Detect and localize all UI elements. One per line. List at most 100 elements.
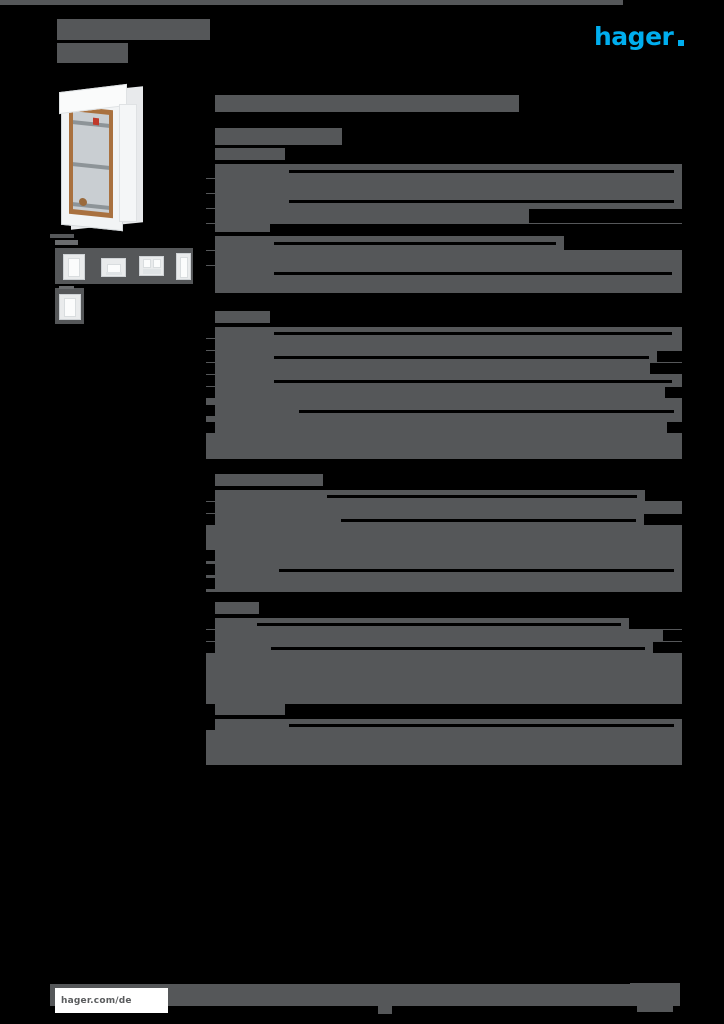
thumbnail-5[interactable] bbox=[59, 294, 81, 320]
spec-section-4 bbox=[206, 474, 682, 592]
spec-row-3-indent bbox=[206, 266, 215, 280]
spec-row-2-indent bbox=[206, 339, 215, 350]
spec-row-8-value-tail bbox=[667, 422, 682, 433]
spec-row-4-indent bbox=[206, 209, 215, 223]
spec-section-6-heading bbox=[215, 703, 285, 715]
spec-row-1-value-tail bbox=[645, 490, 682, 501]
spec-row-8-indent bbox=[206, 422, 215, 433]
spec-row-1-leader bbox=[257, 623, 621, 626]
spec-row-4-value-tail bbox=[529, 209, 682, 223]
spec-row-4-value-tail bbox=[650, 363, 682, 374]
spec-row-2-indent bbox=[206, 502, 215, 513]
product-hero-image[interactable] bbox=[57, 83, 147, 234]
thumbnail-2-base bbox=[106, 272, 122, 275]
spec-row-1-leader bbox=[274, 242, 556, 245]
hager-logo-dot bbox=[678, 40, 684, 46]
spec-row-1-leader bbox=[289, 724, 674, 727]
spec-row-1-indent bbox=[206, 490, 215, 501]
spec-row-1-indent bbox=[206, 618, 215, 629]
spec-row-3-value-tail bbox=[653, 642, 682, 653]
page-header: hager bbox=[0, 0, 724, 80]
hager-logo-text: hager bbox=[594, 22, 674, 51]
thumbnail-3[interactable] bbox=[139, 256, 164, 276]
spec-row-1-indent bbox=[206, 327, 215, 338]
spec-row-1-indent bbox=[206, 164, 215, 178]
spec-section-5-heading bbox=[215, 602, 259, 614]
thumbnail-1-device bbox=[68, 258, 80, 277]
spec-section-1-table bbox=[206, 164, 682, 224]
spec-section-6 bbox=[206, 703, 682, 765]
spec-section-5-table bbox=[206, 618, 682, 704]
spec-section-2-heading bbox=[215, 220, 270, 232]
spec-row-4-indent bbox=[206, 279, 215, 293]
thumbnail-1[interactable] bbox=[63, 254, 85, 280]
hero-door-panel bbox=[119, 104, 137, 222]
spec-section-1-heading bbox=[215, 148, 285, 160]
spec-row-2-indent bbox=[206, 179, 215, 193]
spec-row-5-indent bbox=[206, 375, 215, 386]
footer-url-box[interactable]: hager.com/de bbox=[55, 988, 168, 1013]
spec-row-7-indent bbox=[206, 405, 215, 416]
hero-caption bbox=[50, 234, 74, 238]
spec-row-3-indent bbox=[206, 194, 215, 208]
gallery-label bbox=[55, 240, 78, 245]
footer-page-meta bbox=[637, 1003, 673, 1012]
spec-section-1 bbox=[206, 148, 682, 224]
footer-url-text: hager.com/de bbox=[61, 995, 132, 1006]
header-rule bbox=[0, 0, 623, 5]
thumbnail-5-device bbox=[64, 298, 76, 317]
spec-row-3-leader bbox=[271, 647, 645, 650]
spec-row-1-value-tail bbox=[564, 236, 682, 250]
header-title-line-1 bbox=[57, 19, 210, 40]
spec-section-2-table bbox=[206, 236, 682, 293]
spec-row-4-indent bbox=[206, 550, 215, 561]
footer-center-text-3 bbox=[378, 1005, 392, 1014]
spec-row-5-indent bbox=[206, 564, 215, 575]
spec-row-3-leader bbox=[274, 272, 672, 275]
spec-row-1-leader bbox=[289, 170, 674, 173]
spec-row-1-value-tail bbox=[629, 618, 682, 629]
thumbnail-3-device-a bbox=[143, 259, 151, 268]
header-title-line-2 bbox=[57, 43, 128, 63]
hero-red-accent bbox=[93, 117, 99, 126]
spec-row-1-leader bbox=[327, 495, 637, 498]
hager-logo[interactable]: hager bbox=[594, 22, 684, 51]
spec-row-4-indent bbox=[206, 363, 215, 374]
spec-row-3-value-tail bbox=[657, 351, 682, 362]
spec-row-7-leader bbox=[299, 410, 674, 413]
spec-section-2 bbox=[206, 220, 682, 293]
footer-page-number bbox=[630, 983, 680, 1002]
spec-row-3-leader bbox=[274, 356, 649, 359]
spec-row-1-indent bbox=[206, 719, 215, 730]
spec-row-3-indent bbox=[206, 514, 215, 525]
footer-center-text-2 bbox=[393, 992, 415, 1004]
spec-row-5-leader bbox=[274, 380, 672, 383]
spec-row-3-leader bbox=[341, 519, 636, 522]
page-subtitle bbox=[215, 128, 342, 145]
spec-row-3-indent bbox=[206, 642, 215, 653]
spec-row-2-value-tail bbox=[663, 630, 682, 641]
thumbnail-2[interactable] bbox=[101, 258, 126, 277]
product-media-column bbox=[50, 83, 198, 324]
spec-section-4-heading bbox=[215, 474, 323, 486]
spec-row-2-indent bbox=[206, 251, 215, 265]
spec-row-1-leader bbox=[274, 332, 672, 335]
thumbnail-4-device bbox=[180, 257, 188, 278]
spec-section-5 bbox=[206, 602, 682, 704]
spec-section-6-table bbox=[206, 719, 682, 765]
spec-section-3-table bbox=[206, 327, 682, 459]
thumbnail-3-base bbox=[143, 269, 161, 274]
spec-row-3-leader bbox=[289, 200, 674, 203]
spec-row-6-indent bbox=[206, 578, 215, 589]
spec-row-6-value-tail bbox=[665, 387, 682, 398]
spec-row-6-indent bbox=[206, 387, 215, 398]
spec-section-3 bbox=[206, 311, 682, 459]
hero-cable-gland bbox=[79, 197, 87, 207]
thumbnail-4[interactable] bbox=[176, 253, 191, 280]
thumbnail-row-secondary-label bbox=[59, 286, 74, 289]
spec-section-3-heading bbox=[215, 311, 270, 323]
spec-row-3-value-tail bbox=[644, 514, 682, 525]
spec-row-2-indent bbox=[206, 630, 215, 641]
spec-row-1-indent bbox=[206, 236, 215, 250]
